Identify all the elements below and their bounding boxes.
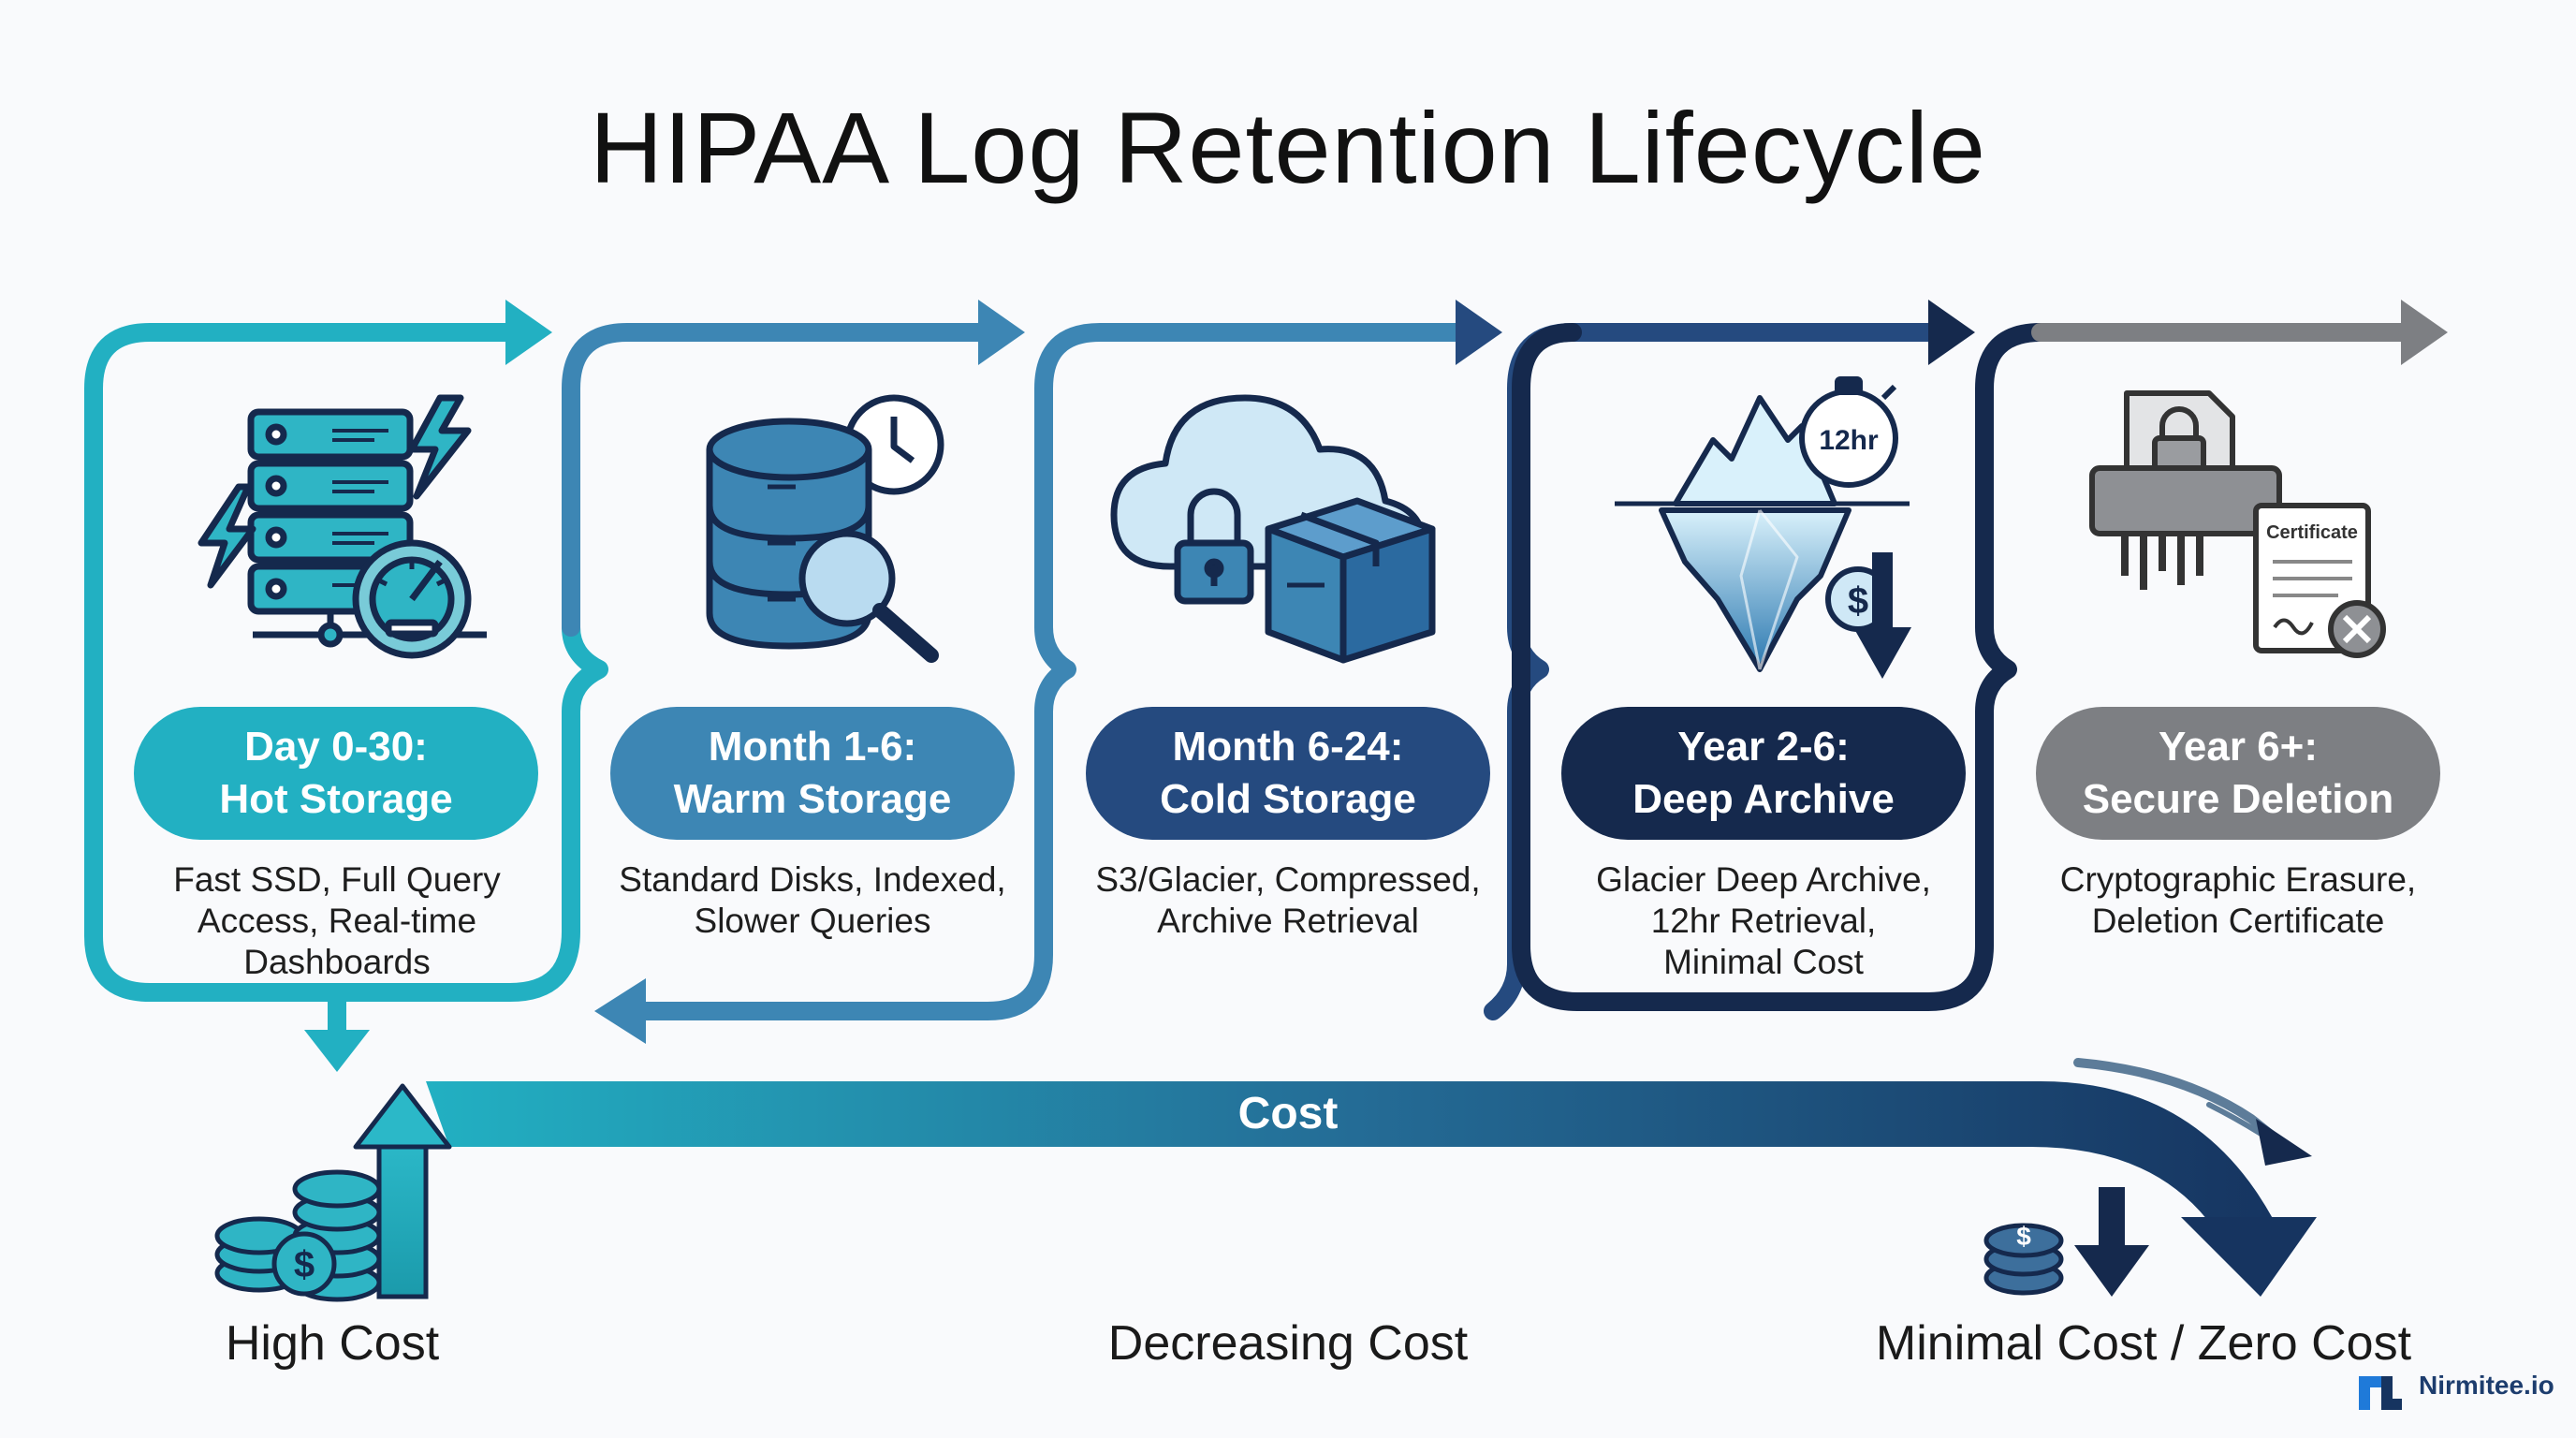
page-title: HIPAA Log Retention Lifecycle [590,91,1986,204]
stage-period: Month 6-24: [1172,724,1404,770]
description-line: Access, Real-time [197,902,477,940]
arrow-right-archive [1928,300,1975,365]
stage-description-warm: Standard Disks, Indexed, Slower Queries [593,859,1032,942]
server-speed-icon [198,394,487,659]
stage-period: Month 1-6: [708,724,917,770]
timer-badge-text: 12hr [1819,425,1879,456]
shredder-certificate-icon [2089,390,2386,658]
description-line: Deletion Certificate [2091,902,2385,940]
description-line: Minimal Cost [1663,943,1864,981]
cost-bar [426,1081,2317,1297]
brand-logo-mark [2359,1376,2402,1410]
stage-period: Day 0-30: [244,724,428,770]
arrow-right-hot [505,300,552,365]
description-line: Dashboards [243,943,431,981]
description-line: Glacier Deep Archive, [1596,860,1931,899]
stage-description-cold: S3/Glacier, Compressed, Archive Retrieva… [1068,859,1508,942]
stage-name: Deep Archive [1632,776,1895,822]
dollar-down-icon: $ [1825,552,1911,679]
description-line: Slower Queries [694,902,931,940]
brand: Nirmitee.io [2359,1371,2554,1401]
stage-pill-hot: Day 0-30: Hot Storage [134,707,538,840]
arrow-right-warm [978,300,1025,365]
svg-text:$: $ [2016,1222,2031,1251]
high-cost-up-arrow [353,1083,452,1299]
iceberg-icon [1615,376,1910,672]
stage-pill-deletion: Year 6+: Secure Deletion [2036,707,2440,840]
stage-name: Warm Storage [673,776,952,822]
stage-pill-warm: Month 1-6: Warm Storage [610,707,1015,840]
arrow-left-warm [594,978,646,1044]
stage-pill-archive: Year 2-6: Deep Archive [1561,707,1966,840]
decreasing-cost-label: Decreasing Cost [1107,1316,1469,1371]
brand-name: Nirmitee.io [2419,1371,2554,1400]
stage-name: Hot Storage [219,776,453,822]
stage-period: Year 2-6: [1677,724,1850,770]
stage-frame-archive [1512,323,2050,1011]
stage-period: Year 6+: [2158,724,2319,770]
description-line: S3/Glacier, Compressed, [1095,860,1481,899]
certificate-badge-text: Certificate [2266,522,2358,543]
stage-name: Secure Deletion [2082,776,2394,822]
description-line: 12hr Retrieval, [1650,902,1877,940]
description-line: Standard Disks, Indexed, [619,860,1006,899]
stage-name: Cold Storage [1160,776,1416,822]
stage-pill-cold: Month 6-24: Cold Storage [1086,707,1490,840]
arrow-right-deletion [2401,300,2448,365]
coin-down-icon: $ [1983,1187,2149,1297]
stage-description-deletion: Cryptographic Erasure, Deletion Certific… [2018,859,2458,942]
svg-text:$: $ [1848,580,1868,622]
cloud-lock-box-icon [1110,394,1436,664]
stage-description-archive: Glacier Deep Archive, 12hr Retrieval, Mi… [1544,859,1983,983]
description-line: Cryptographic Erasure, [2059,860,2417,899]
database-search-icon [706,394,944,663]
stage-description-hot: Fast SSD, Full Query Access, Real-time D… [117,859,557,983]
svg-text:$: $ [294,1244,315,1285]
arrow-down-hot [304,1030,370,1072]
coin-stack-icon: $ [214,1169,382,1302]
arrow-right-cold [1456,300,1502,365]
swoosh-down-arrow [2073,1058,2312,1166]
cost-bar-label: Cost [1237,1089,1339,1138]
high-cost-label: High Cost [225,1316,440,1371]
description-line: Fast SSD, Full Query [173,860,501,899]
stage-frame-warm [562,323,1470,1020]
description-line: Archive Retrieval [1157,902,1419,940]
minimal-cost-label: Minimal Cost / Zero Cost [1875,1316,2412,1371]
